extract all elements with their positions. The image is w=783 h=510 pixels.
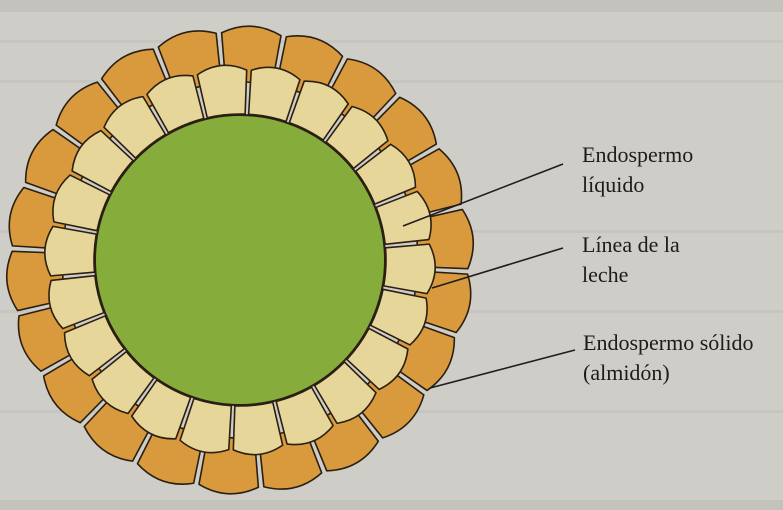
middle-cell [233,402,282,454]
label-line: leche [582,262,628,287]
middle-cell [45,226,96,276]
label-line: Línea de la [582,232,680,257]
label-endospermo-liquido: Endospermo líquido [582,142,699,197]
label-line: Endospermo [582,142,693,167]
label-line: (almidón) [583,360,670,385]
label-line: Endospermo sólido [583,330,754,355]
label-linea-de-la-leche: Línea de la leche [582,232,685,287]
label-line: líquido [582,172,644,197]
liquid-endosperm-core [95,115,385,405]
label-endospermo-solido: Endospermo sólido (almidón) [583,330,759,385]
middle-cell [197,65,246,117]
middle-cell [384,244,435,294]
